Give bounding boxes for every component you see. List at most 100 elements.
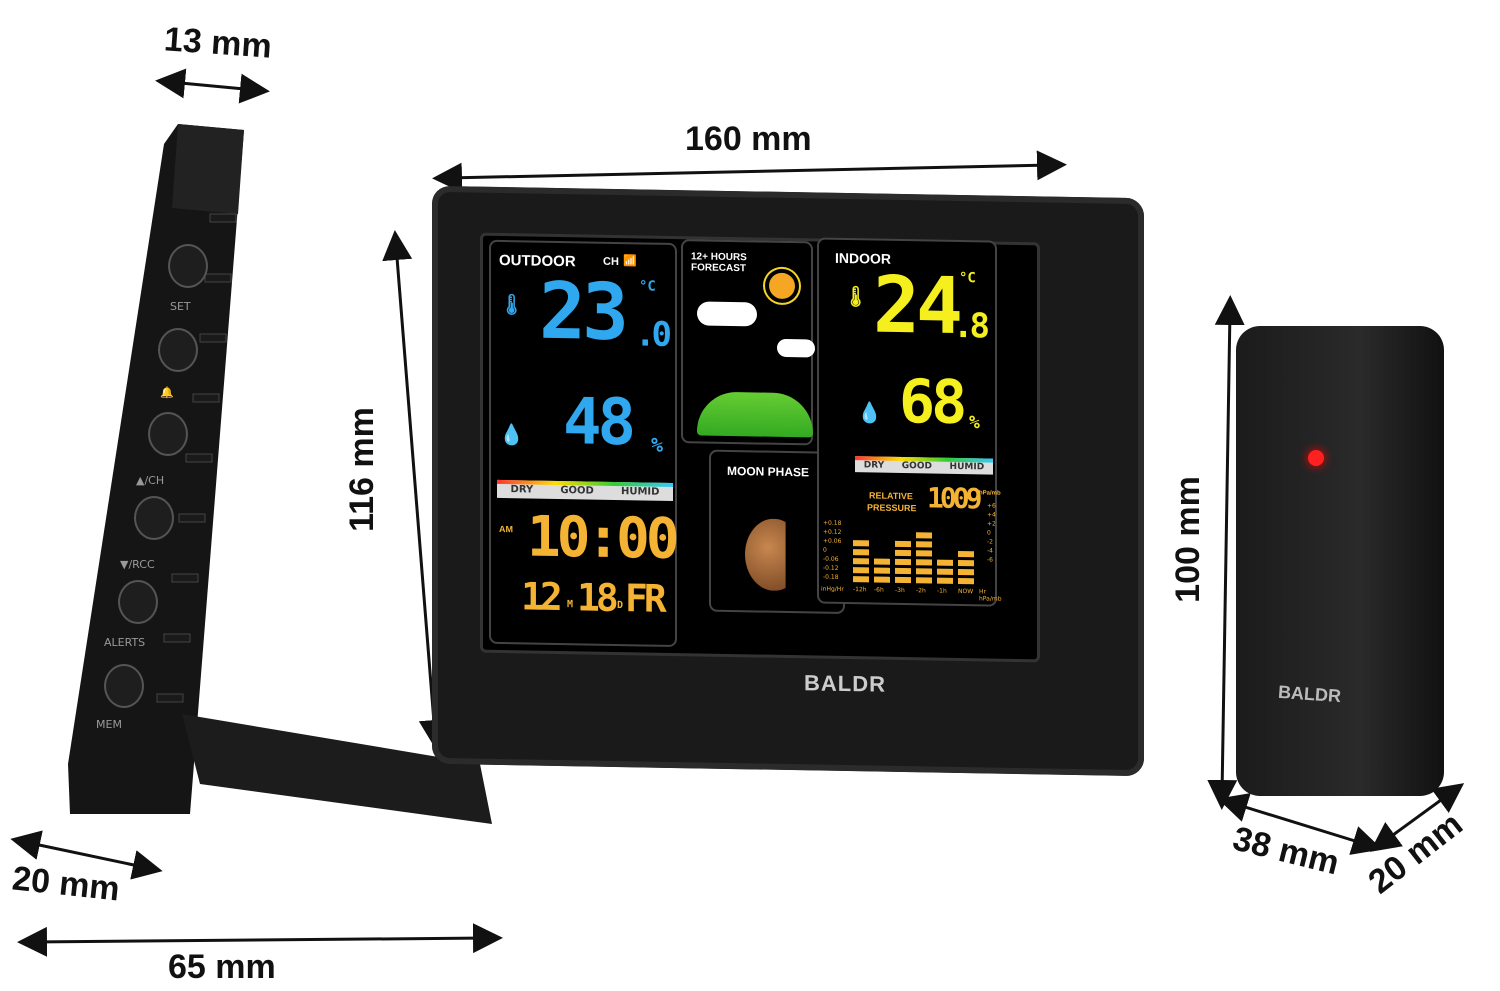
comfort-dry: DRY bbox=[863, 460, 885, 471]
down-rcc-button[interactable] bbox=[134, 496, 174, 540]
pressure-bar-segment bbox=[853, 549, 869, 556]
pressure-bar-segment bbox=[853, 540, 869, 547]
pressure-label-2: PRESSURE bbox=[867, 502, 917, 514]
thermometer-icon: 🌡 bbox=[499, 293, 525, 317]
x-axis-label: NOW bbox=[958, 587, 974, 596]
set-button[interactable] bbox=[168, 244, 208, 288]
pressure-bar-segment bbox=[874, 558, 890, 565]
pressure-label-1: RELATIVE bbox=[869, 490, 913, 502]
month-marker: M bbox=[567, 599, 570, 611]
pressure-bar-segment bbox=[895, 576, 911, 584]
brand-logo: BALDR bbox=[804, 670, 886, 697]
x-axis-label: -6h bbox=[874, 586, 884, 594]
pressure-bar-segment bbox=[874, 567, 890, 574]
right-axis-tick: +2 bbox=[987, 520, 996, 528]
outdoor-humidity-unit: % bbox=[651, 432, 664, 457]
left-axis-tick: +0.06 bbox=[823, 537, 842, 545]
stand-depth-label: 65 mm bbox=[168, 948, 276, 986]
station-side-view: SET 🔔 ▲/CH ▼/RCC ALERTS MEM bbox=[60, 124, 492, 824]
pressure-bar-segment bbox=[958, 559, 974, 567]
pressure-bar-segment bbox=[916, 559, 932, 566]
pressure-bar-segment bbox=[916, 532, 932, 539]
outdoor-sensor: BALDR bbox=[1236, 326, 1444, 796]
right-axis-tick: -2 bbox=[987, 538, 993, 546]
indoor-humidity-unit: % bbox=[969, 412, 980, 434]
weekday: FR bbox=[625, 576, 663, 621]
right-axis-tick: -4 bbox=[987, 547, 993, 555]
pressure-unit: hPa/mb bbox=[979, 490, 1001, 497]
up-channel-button[interactable] bbox=[148, 412, 188, 456]
pressure-bar-segment bbox=[853, 567, 869, 574]
signal-icon: 📶 bbox=[623, 255, 637, 268]
cloud-icon bbox=[697, 301, 757, 327]
right-axis-tick: -6 bbox=[987, 556, 993, 564]
up-channel-label: ▲/CH bbox=[136, 474, 165, 487]
alarm-button[interactable] bbox=[158, 328, 198, 372]
clock-time: 10:00 bbox=[527, 504, 676, 573]
indoor-temp: 24 bbox=[873, 260, 959, 352]
comfort-good: GOOD bbox=[560, 485, 594, 497]
moon-icon bbox=[745, 518, 803, 591]
bell-icon: 🔔 bbox=[160, 386, 174, 399]
pressure-value: 1009 bbox=[927, 481, 979, 516]
pressure-bar-segment bbox=[916, 541, 932, 548]
led-indicator bbox=[1308, 450, 1324, 466]
mem-label: MEM bbox=[96, 718, 122, 731]
pressure-bar-segment bbox=[937, 559, 953, 566]
sensor-brand-logo: BALDR bbox=[1277, 681, 1342, 707]
x-axis-label: -2h bbox=[916, 587, 926, 595]
pressure-bar-segment bbox=[916, 577, 932, 584]
sun-icon bbox=[769, 272, 795, 300]
left-axis-tick: -0.12 bbox=[823, 564, 839, 572]
pressure-bar-segment bbox=[937, 577, 953, 584]
humidity-icon: 💧 bbox=[857, 402, 882, 425]
outdoor-temp-decimal: .0 bbox=[635, 314, 668, 355]
x-axis-label: -1h bbox=[937, 587, 947, 595]
right-axis-tick: 0 bbox=[987, 529, 991, 537]
set-button-label: SET bbox=[170, 300, 191, 313]
thermometer-icon: 🌡 bbox=[843, 285, 869, 309]
pressure-bar-segment bbox=[895, 558, 911, 566]
pressure-bar-segment bbox=[958, 577, 974, 585]
comfort-good: GOOD bbox=[901, 460, 932, 472]
mem-button[interactable] bbox=[104, 664, 144, 708]
landscape-icon bbox=[697, 391, 813, 438]
pressure-bar-segment bbox=[874, 576, 890, 583]
right-axis-unit: Hr hPa/mb bbox=[979, 588, 1002, 603]
indoor-temp-decimal: .8 bbox=[953, 305, 986, 347]
outdoor-temp: 23 bbox=[539, 266, 625, 359]
x-axis-label: -3h bbox=[895, 586, 905, 595]
left-axis-tick: +0.12 bbox=[823, 528, 842, 536]
left-axis-tick: -0.06 bbox=[823, 555, 839, 563]
outdoor-humidity: 48 bbox=[563, 385, 633, 461]
left-axis-tick: -0.18 bbox=[823, 573, 839, 581]
alerts-label: ALERTS bbox=[104, 636, 146, 649]
indoor-humidity: 68 bbox=[899, 366, 964, 439]
date-day: 18 bbox=[577, 575, 615, 620]
comfort-humid: HUMID bbox=[620, 486, 660, 498]
down-rcc-label: ▼/RCC bbox=[120, 558, 155, 571]
outdoor-temp-unit: °C bbox=[639, 278, 656, 295]
pressure-bar-segment bbox=[895, 549, 911, 557]
moon-title: MOON PHASE bbox=[727, 463, 810, 480]
pressure-bar-segment bbox=[958, 568, 974, 576]
width-label: 160 mm bbox=[685, 120, 812, 158]
channel-label: CH bbox=[603, 255, 619, 269]
x-axis-label: -12h bbox=[853, 586, 867, 594]
pressure-bar-segment bbox=[937, 568, 953, 575]
date-month: 12 bbox=[521, 574, 559, 619]
ampm: AM bbox=[499, 523, 513, 535]
left-axis-unit: inHg/Hr bbox=[821, 585, 844, 593]
pressure-bar-segment bbox=[853, 576, 869, 583]
thickness-label: 13 mm bbox=[162, 20, 273, 66]
humidity-icon: 💧 bbox=[499, 423, 524, 447]
pressure-bar-segment bbox=[895, 540, 911, 548]
alerts-button[interactable] bbox=[118, 580, 158, 624]
pressure-bar-segment bbox=[895, 567, 911, 575]
